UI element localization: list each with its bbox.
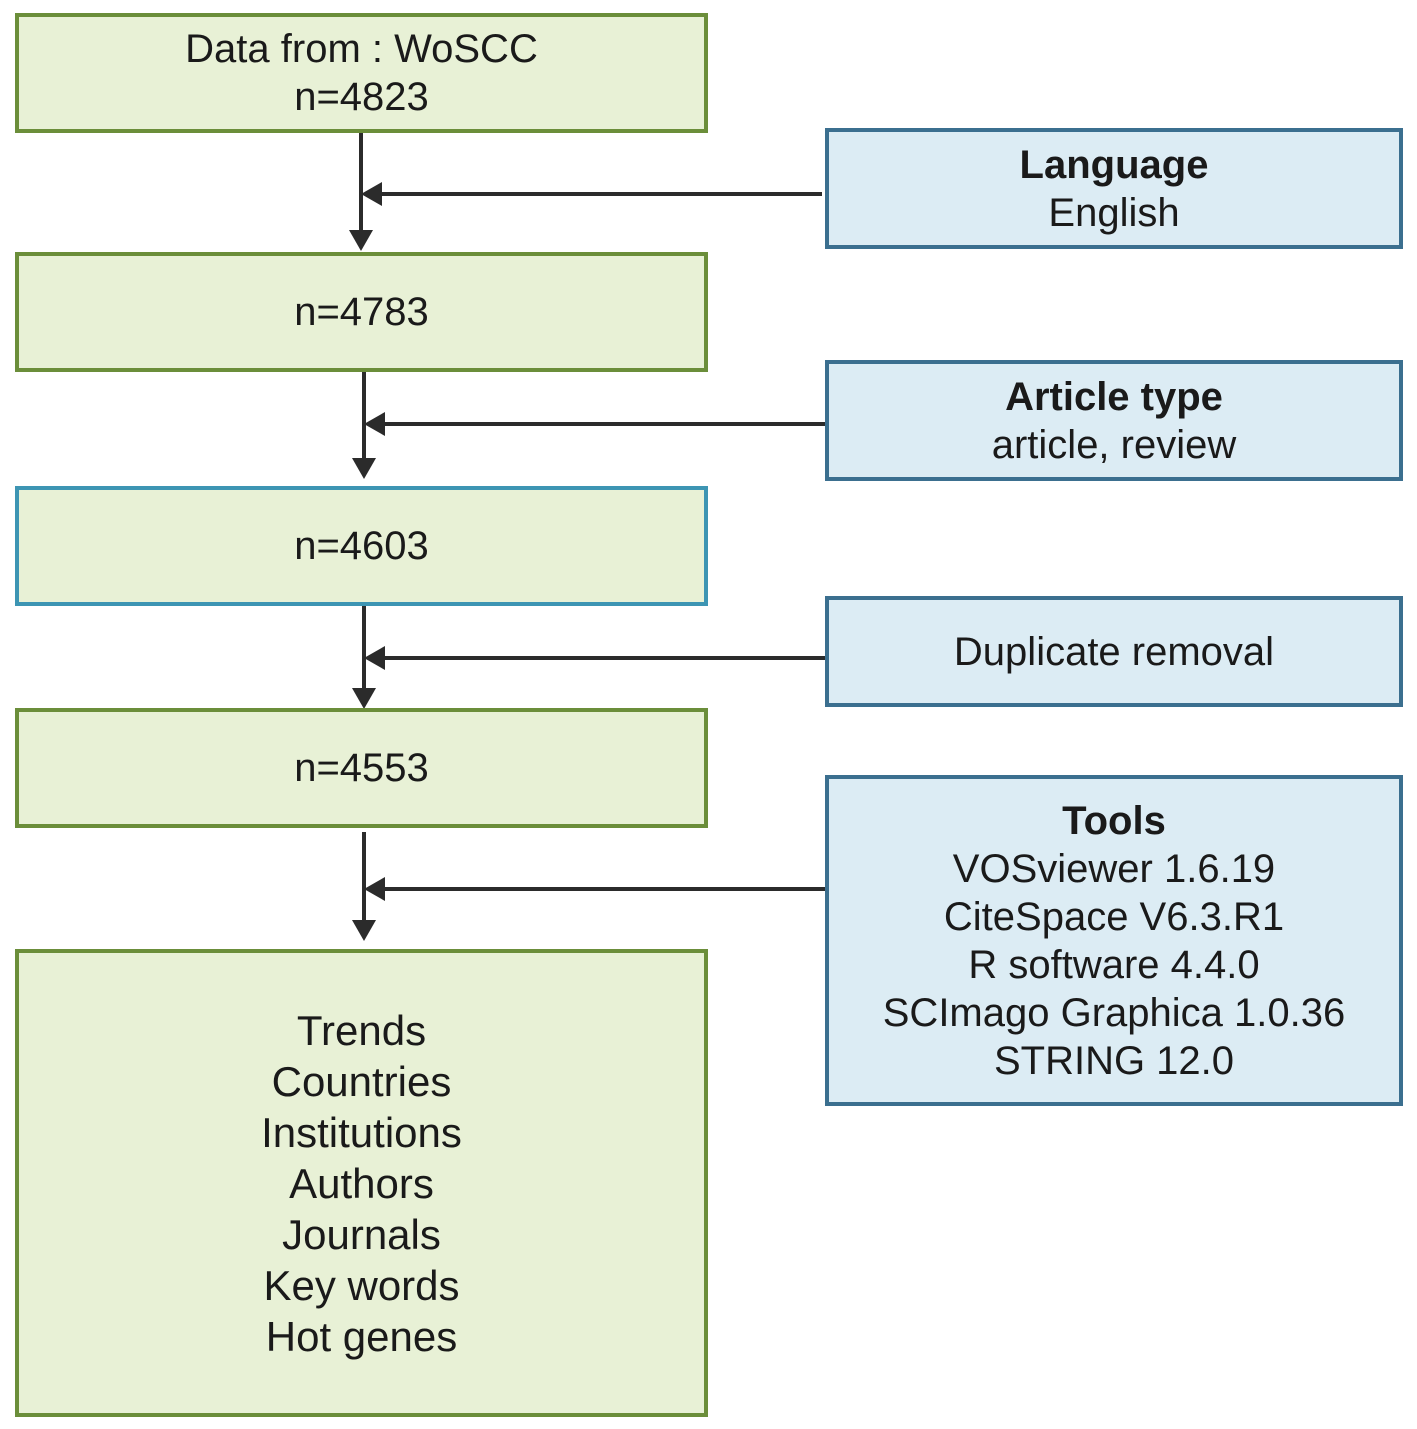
down-arrow-1 (349, 133, 373, 251)
step2-count: n=4603 (294, 524, 429, 568)
tool-item: R software 4.4.0 (968, 942, 1260, 987)
step3-count: n=4553 (294, 746, 429, 790)
step3-box: n=4553 (15, 708, 708, 828)
step1-count: n=4783 (294, 290, 429, 334)
source-box: Data from : WoSCC n=4823 (15, 13, 708, 133)
down-arrow-2 (352, 371, 376, 479)
step1-box: n=4783 (15, 252, 708, 372)
tool-item: STRING 12.0 (993, 1038, 1235, 1083)
outcome-item: Trends (296, 1006, 427, 1054)
left-arrow-language (361, 182, 822, 206)
left-arrow-article-type (364, 412, 826, 436)
tools-box: Tools VOSviewer 1.6.19 CiteSpace V6.3.R1… (825, 775, 1403, 1106)
duplicate-removal-label: Duplicate removal (953, 629, 1275, 674)
down-arrow-4 (352, 832, 376, 941)
step2-box: n=4603 (15, 486, 708, 606)
tool-item: SCImago Graphica 1.0.36 (882, 990, 1346, 1035)
duplicate-removal-box: Duplicate removal (825, 596, 1403, 707)
language-value: English (1048, 190, 1180, 235)
down-arrow-3 (352, 601, 376, 709)
outcome-item: Hot genes (265, 1312, 458, 1360)
source-count: n=4823 (294, 75, 429, 119)
left-arrow-tools (364, 877, 826, 901)
outcome-item: Countries (271, 1057, 452, 1105)
tool-item: CiteSpace V6.3.R1 (943, 894, 1285, 939)
source-label: Data from : WoSCC (185, 27, 538, 71)
outcomes-box: Trends Countries Institutions Authors Jo… (15, 949, 708, 1417)
article-type-title: Article type (1005, 374, 1223, 419)
outcome-item: Journals (282, 1210, 441, 1258)
tool-item: VOSviewer 1.6.19 (952, 846, 1276, 891)
tools-title: Tools (1062, 798, 1166, 843)
article-type-filter-box: Article type article, review (825, 360, 1403, 481)
language-filter-box: Language English (825, 128, 1403, 249)
outcome-item: Institutions (261, 1108, 462, 1156)
article-type-value: article, review (991, 422, 1237, 467)
outcome-item: Key words (263, 1261, 460, 1309)
language-title: Language (1019, 142, 1209, 187)
left-arrow-duplicate (364, 646, 826, 670)
outcome-item: Authors (289, 1159, 434, 1207)
